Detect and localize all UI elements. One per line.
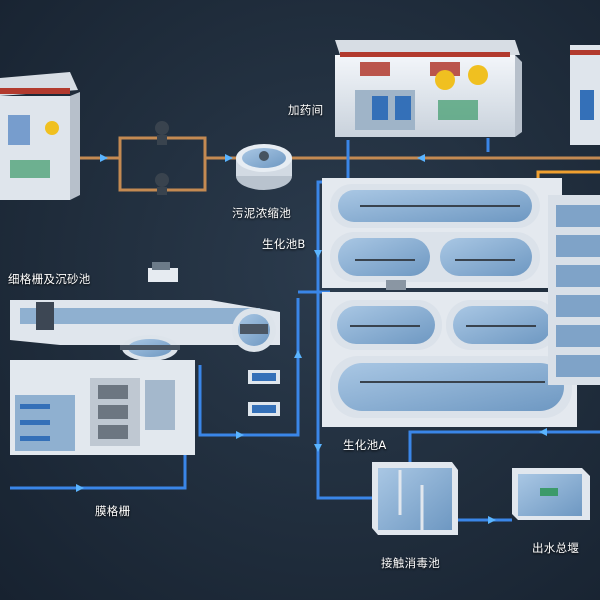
dosing-room-center [335,40,522,137]
dosing-room-left [0,72,80,200]
fine-screen-grit-chamber [10,262,280,361]
label-membrane-screen: 膜格栅 [95,504,131,518]
contact-disinfection-tank [372,462,458,535]
label-fine-screen-grit: 细格栅及沉砂池 [8,272,91,286]
lift-pump-units [248,370,280,416]
membrane-tank-array [548,195,600,385]
sludge-pipes [70,136,600,192]
effluent-weir-tank [512,468,590,520]
flow-arrows [76,154,547,524]
label-contact-disinfection: 接触消毒池 [381,556,440,570]
sludge-thickener-tank [236,144,292,190]
label-bio-tank-a: 生化池A [343,438,387,452]
bio-tank-a [322,292,577,427]
sludge-pump-icons [155,121,169,195]
label-effluent-weir: 出水总堰 [532,541,580,555]
label-dosing-room: 加药间 [288,103,324,117]
label-bio-tank-b: 生化池B [262,237,306,251]
membrane-screen-building [10,360,195,455]
water-pipes [10,138,600,522]
label-sludge-thickener: 污泥浓缩池 [232,206,291,220]
dosing-room-right [570,45,600,145]
bio-tank-b [322,178,562,290]
